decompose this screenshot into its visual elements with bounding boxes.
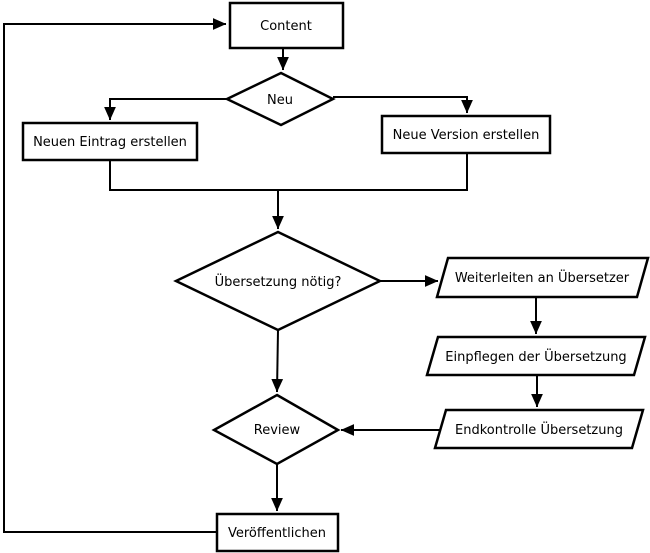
- neue-version-label: Neue Version erstellen: [393, 128, 540, 143]
- node-neue-version-erstellen: Neue Version erstellen: [380, 114, 552, 155]
- node-endkontrolle-uebersetzung: Endkontrolle Übersetzung: [433, 408, 645, 450]
- edge-neu-to-neuen-eintrag: [104, 98, 227, 121]
- veroeffentlichen-box: [215, 512, 340, 553]
- neuen-eintrag-box: [21, 121, 199, 162]
- neuen-eintrag-label: Neuen Eintrag erstellen: [33, 135, 187, 150]
- node-neu: Neu: [224, 71, 336, 127]
- endkontrolle-label: Endkontrolle Übersetzung: [455, 421, 623, 438]
- neue-version-box: [380, 114, 552, 155]
- neu-label: Neu: [267, 93, 293, 108]
- node-uebersetzung-noetig: Übersetzung nötig?: [173, 230, 383, 332]
- content-label: Content: [260, 19, 312, 34]
- uebersetzung-noetig-diamond: [173, 230, 383, 332]
- weiterleiten-label: Weiterleiten an Übersetzer: [455, 269, 630, 286]
- einpflegen-label: Einpflegen der Übersetzung: [445, 348, 626, 365]
- review-diamond: [211, 393, 341, 466]
- edge-merge-branches: [109, 153, 468, 191]
- review-label: Review: [254, 423, 301, 438]
- node-veroeffentlichen: Veröffentlichen: [215, 512, 340, 553]
- node-einpflegen-der-uebersetzung: Einpflegen der Übersetzung: [425, 335, 647, 377]
- weiterleiten-parallelogram: [435, 256, 650, 299]
- edge-uebersetzung-to-review: [271, 329, 284, 393]
- edge-veroeffentlichen-to-content-loop: [3, 18, 227, 533]
- endkontrolle-parallelogram: [433, 408, 645, 450]
- edges-layer: [3, 18, 543, 533]
- node-weiterleiten-an-uebersetzer: Weiterleiten an Übersetzer: [435, 256, 650, 299]
- node-neuen-eintrag-erstellen: Neuen Eintrag erstellen: [21, 121, 199, 162]
- content-box: [228, 1, 345, 50]
- edge-neu-to-neue-version: [333, 96, 473, 114]
- node-review: Review: [211, 393, 341, 466]
- node-content: Content: [228, 1, 345, 50]
- uebersetzung-noetig-label: Übersetzung nötig?: [215, 273, 342, 290]
- neu-diamond: [224, 71, 336, 127]
- einpflegen-parallelogram: [425, 335, 647, 377]
- veroeffentlichen-label: Veröffentlichen: [228, 526, 326, 541]
